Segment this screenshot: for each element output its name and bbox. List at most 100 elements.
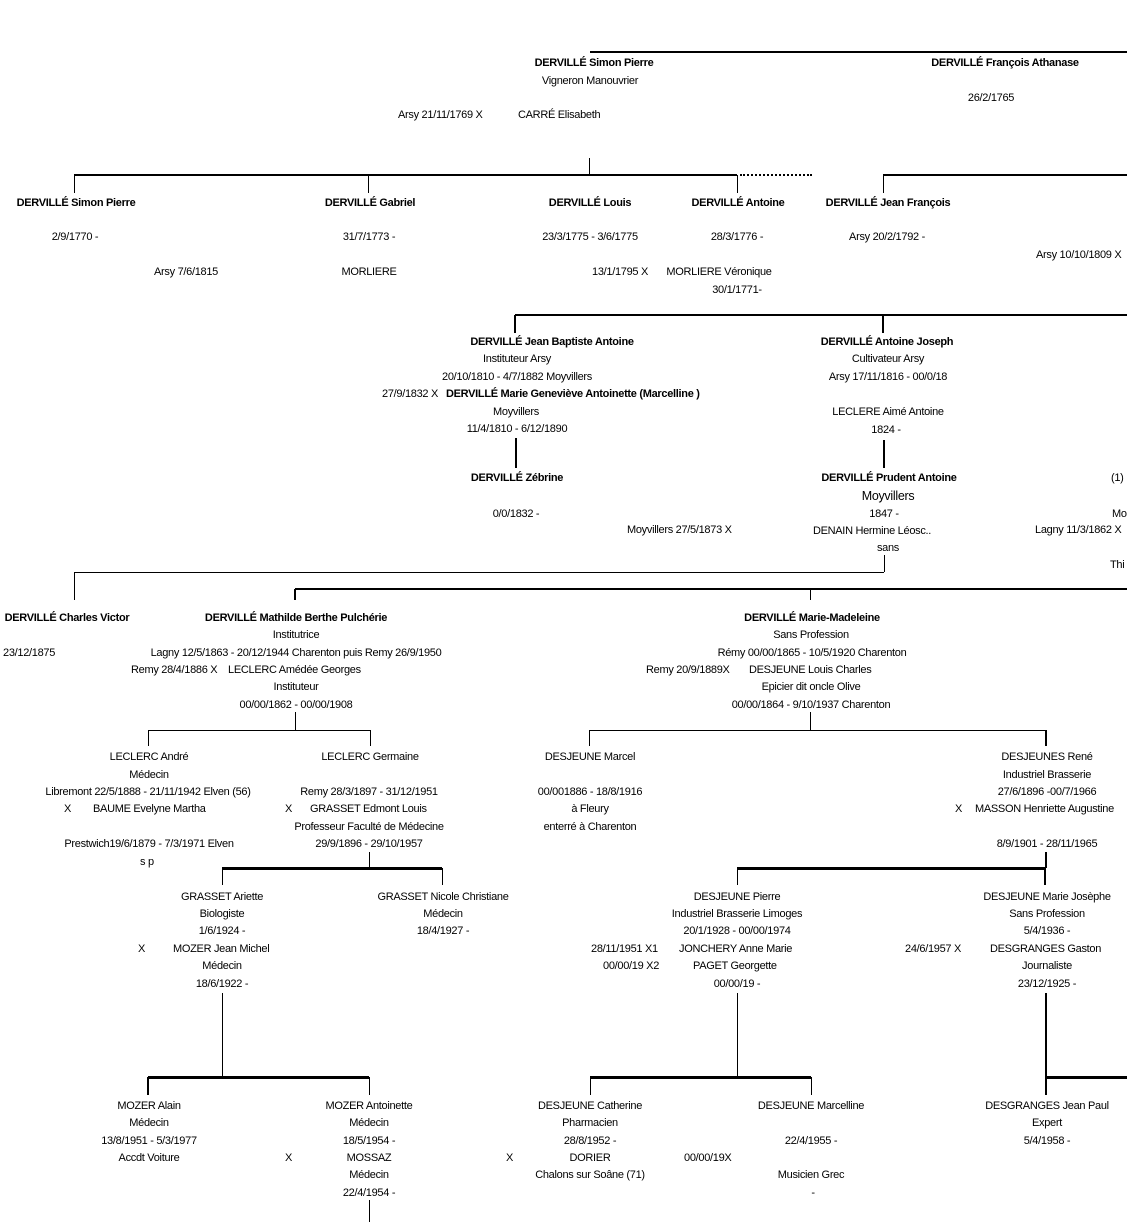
person-name-bold[interactable]: DERVILLÉ Simon Pierre — [16, 197, 136, 209]
tree-connector-vertical — [589, 730, 590, 746]
person-name-bold[interactable]: DERVILLÉ Simon Pierre — [534, 57, 654, 69]
person-name[interactable]: DESJEUNES René — [1001, 751, 1093, 763]
person-marriage2: 00/00/19 X2 — [603, 960, 660, 972]
person-name-bold[interactable]: DERVILLÉ Gabriel — [324, 197, 416, 209]
person-job: Médecin — [423, 908, 463, 920]
person-spouse-dates: 00/00/1864 - 9/10/1937 Charenton — [731, 699, 891, 711]
person-name[interactable]: GRASSET Nicole Christiane — [377, 891, 509, 903]
person-spouse-dates: 1824 - — [871, 424, 901, 436]
person-name[interactable]: DESJEUNE Marie Josèphe — [983, 891, 1111, 903]
person-name-bold[interactable]: DERVILLÉ François Athanase — [931, 57, 1079, 69]
person-spouse-job: Médecin — [202, 960, 242, 972]
tree-connector-vertical — [514, 315, 516, 333]
person-spouse-job: Musicien Grec — [777, 1169, 845, 1181]
person-name-bold[interactable]: DERVILLÉ Prudent Antoine — [821, 472, 957, 484]
tree-connector-horizontal — [148, 730, 370, 731]
tree-connector-vertical — [294, 589, 296, 600]
person-spouse-job: Professeur Faculté de Médecine — [294, 821, 444, 833]
person-marriage1: 28/11/1951 X1 — [591, 943, 658, 955]
person-name[interactable]: LECLERC Germaine — [321, 751, 419, 763]
person-marriage: Lagny 11/3/1862 X — [1035, 524, 1122, 536]
person-dates: 20/1/1928 - 00/00/1974 — [683, 925, 791, 937]
tree-connector-vertical — [74, 572, 75, 600]
person-name-bold[interactable]: DERVILLÉ Antoine Joseph — [820, 336, 954, 348]
person-spouse1: JONCHERY Anne Marie — [679, 943, 793, 955]
person-dates: 20/10/1810 - 4/7/1882 Moyvillers — [442, 371, 592, 383]
person-job: Sans Profession — [1009, 908, 1085, 920]
person-dates: 1/6/1924 - — [198, 925, 246, 937]
person-dates: 23/12/1875 — [3, 647, 56, 659]
tree-connector-horizontal — [148, 1076, 369, 1079]
person-name[interactable]: DESGRANGES Jean Paul — [985, 1100, 1109, 1112]
tree-connector-vertical — [884, 555, 885, 572]
person-name[interactable]: DESJEUNE Catherine — [537, 1100, 643, 1112]
person-name[interactable]: LECLERC André — [109, 751, 189, 763]
person-marriage: Arsy 10/10/1809 X — [1036, 249, 1122, 261]
person-marriage: X — [285, 803, 293, 815]
person-note: Accdt Voiture — [118, 1152, 180, 1164]
tree-connector-vertical — [589, 158, 590, 176]
person-spouse: MORLIERE Véronique — [666, 266, 772, 278]
tree-connector-horizontal — [737, 867, 1045, 870]
person-job: Sans Profession — [773, 629, 849, 641]
person-dates: 2/9/1770 - — [51, 231, 99, 243]
tree-connector-horizontal — [74, 174, 737, 176]
person-name[interactable]: DESJEUNE Marcel — [544, 751, 636, 763]
person-name[interactable]: DESJEUNE Marcelline — [757, 1100, 865, 1112]
person-job: Pharmacien — [562, 1117, 618, 1129]
tree-connector-vertical — [148, 730, 149, 746]
tree-connector-vertical — [515, 438, 517, 468]
person-job: Industriel Brasserie Limoges — [671, 908, 803, 920]
person-marriage: Arsy 21/11/1769 X — [398, 109, 483, 121]
person-marriage: 24/6/1957 X — [905, 943, 962, 955]
tree-connector-vertical — [737, 868, 738, 885]
tree-connector-vertical — [737, 175, 738, 193]
person-name-bold[interactable]: DERVILLÉ Jean Baptiste Antoine — [470, 336, 634, 348]
tree-connector-vertical — [1045, 993, 1047, 1095]
person-job: Médecin — [129, 769, 169, 781]
person-dates: Libremont 22/5/1888 - 21/11/1942 Elven (… — [45, 786, 251, 798]
person-spouse-dates: 18/6/1922 - — [195, 978, 249, 990]
person-dates: 18/4/1927 - — [416, 925, 470, 937]
person-dates: Lagny 12/5/1863 - 20/12/1944 Charenton p… — [150, 647, 442, 659]
person-name[interactable]: GRASSET Ariette — [180, 891, 264, 903]
person-marriage: X — [64, 803, 72, 815]
person-spouse2: PAGET Georgette — [693, 960, 777, 972]
tree-connector-vertical — [1045, 730, 1047, 746]
person-name[interactable]: MOZER Alain — [117, 1100, 181, 1112]
tree-connector-vertical — [810, 712, 811, 730]
person-name-bold[interactable]: DERVILLÉ Marie-Madeleine — [744, 612, 880, 624]
tree-connector-vertical — [222, 993, 223, 1077]
person-name[interactable]: MOZER Antoinette — [325, 1100, 413, 1112]
person-spouse: MOSSAZ — [346, 1152, 392, 1164]
person-spouse-dates: 8/9/1901 - 28/11/1965 — [996, 838, 1098, 850]
person-dates: 28/3/1776 - — [710, 231, 764, 243]
tree-connector-vertical — [74, 175, 75, 193]
person-dates: Rémy 00/00/1865 - 10/5/1920 Charenton — [717, 647, 907, 659]
person-name-bold[interactable]: DERVILLÉ Zébrine — [470, 472, 564, 484]
person-name-bold[interactable]: DERVILLÉ Antoine — [691, 197, 785, 209]
person-name-bold[interactable]: DERVILLÉ Louis — [548, 197, 632, 209]
person-dates: 13/8/1951 - 5/3/1977 — [101, 1135, 197, 1147]
person-dates: 31/7/1773 - — [342, 231, 396, 243]
person-marriage: X — [955, 803, 963, 815]
person-name[interactable]: DESJEUNE Pierre — [693, 891, 781, 903]
person-spouse: DESJEUNE Louis Charles — [749, 664, 872, 676]
person-dates: 00/001886 - 18/8/1916 — [537, 786, 643, 798]
person-dates: Arsy 20/2/1792 - — [849, 231, 925, 243]
person-name-bold[interactable]: DERVILLÉ Mathilde Berthe Pulchérie — [204, 612, 388, 624]
tree-connector-vertical — [1044, 868, 1046, 885]
person-dates: 27/6/1896 -00/7/1966 — [997, 786, 1097, 798]
person-name-bold[interactable]: DERVILLÉ Charles Victor — [4, 612, 130, 624]
tree-connector-vertical — [369, 1077, 370, 1095]
person-spouse: MASSON Henriette Augustine — [975, 803, 1114, 815]
tree-connector-vertical — [370, 730, 371, 746]
person-name-bold[interactable]: DERVILLÉ Jean François — [825, 197, 951, 209]
person-dates: 0/0/1832 - — [492, 508, 540, 520]
tree-connector-horizontal — [515, 314, 1127, 316]
tree-connector-horizontal — [1046, 1076, 1127, 1079]
person-spouse: MORLIERE — [341, 266, 397, 278]
tree-connector-vertical — [590, 1077, 591, 1095]
person-job: Cultivateur Arsy — [851, 353, 925, 365]
person-spouse: DENAIN Hermine Léosc.. — [812, 525, 932, 537]
